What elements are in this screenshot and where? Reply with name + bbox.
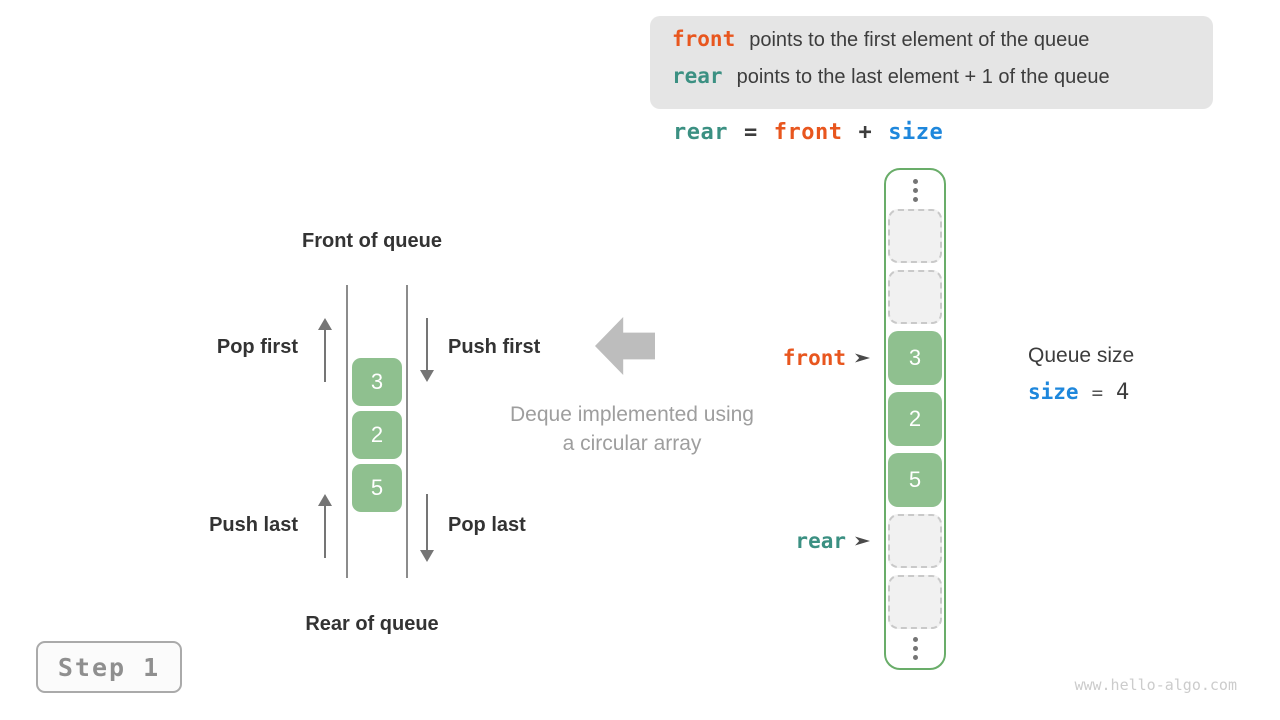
queue-size-row: size = 4	[1028, 380, 1129, 405]
pop-first-arrow-icon	[318, 318, 332, 382]
pointer-definition-box: front points to the first element of the…	[650, 16, 1213, 109]
array-cell-empty	[888, 209, 942, 263]
queue-element: 5	[352, 464, 402, 512]
queue-right-wall	[406, 285, 408, 578]
formula-size: size	[888, 120, 944, 145]
push-last-label: Push last	[209, 514, 298, 536]
array-cell-empty	[888, 514, 942, 568]
queue-stack: 3 2 5	[352, 358, 402, 512]
push-first-arrow-icon	[420, 318, 434, 382]
push-last-arrow-icon	[318, 494, 332, 558]
rear-of-queue-label: Rear of queue	[305, 613, 439, 635]
array-cell-value: 3	[888, 331, 942, 385]
caption-line2: a circular array	[562, 432, 702, 455]
array-cell-empty	[888, 270, 942, 324]
step-badge: Step 1	[36, 641, 182, 693]
size-value: 4	[1116, 380, 1130, 405]
diagram-caption: Deque implemented using a circular array	[477, 400, 787, 458]
front-pointer-arrow-icon	[855, 353, 870, 363]
rear-pointer-arrow-icon	[855, 536, 870, 546]
formula-plus: +	[858, 120, 873, 145]
front-definition-text: points to the first element of the queue	[749, 29, 1090, 51]
ellipsis-dots-icon	[912, 178, 918, 202]
queue-element: 3	[352, 358, 402, 406]
pop-first-label: Pop first	[216, 336, 298, 358]
front-pointer-row: front	[690, 345, 870, 371]
circular-array: 3 2 5	[884, 168, 946, 670]
rear-pointer-row: rear	[690, 528, 870, 554]
watermark: www.hello-algo.com	[1074, 676, 1237, 694]
caption-line1: Deque implemented using	[510, 403, 754, 426]
array-cell-empty	[888, 575, 942, 629]
array-cell-value: 5	[888, 453, 942, 507]
size-variable: size	[1028, 380, 1079, 404]
formula-front: front	[773, 120, 843, 145]
front-token: front	[672, 27, 736, 51]
array-cell-value: 2	[888, 392, 942, 446]
push-first-label: Push first	[448, 336, 541, 358]
rear-definition-text: points to the last element + 1 of the qu…	[736, 66, 1110, 88]
queue-size-title: Queue size	[1028, 344, 1135, 367]
left-block-arrow-icon	[595, 317, 655, 375]
rear-pointer-label: rear	[795, 529, 846, 553]
rear-formula: rear = front + size	[673, 120, 943, 145]
front-pointer-label: front	[782, 346, 846, 370]
front-definition-line: front points to the first element of the…	[672, 27, 1213, 64]
ellipsis-dots-icon	[912, 636, 918, 660]
formula-equals: =	[743, 120, 758, 145]
pop-last-label: Pop last	[448, 514, 526, 536]
formula-rear: rear	[673, 120, 728, 145]
size-equals: =	[1091, 382, 1104, 404]
rear-definition-line: rear points to the last element + 1 of t…	[672, 64, 1213, 101]
queue-element: 2	[352, 411, 402, 459]
pop-last-arrow-icon	[420, 494, 434, 562]
front-of-queue-label: Front of queue	[302, 230, 442, 252]
queue-left-wall	[346, 285, 348, 578]
rear-token: rear	[672, 64, 723, 88]
